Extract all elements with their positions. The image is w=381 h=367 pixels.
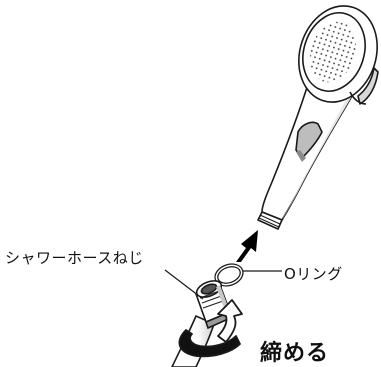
shower-spray-holes [309, 21, 357, 83]
rotate-arrow-icon [178, 299, 243, 358]
shower-head-lip [349, 91, 367, 105]
arrow-up-right-icon [236, 230, 258, 262]
shower-head [257, 5, 379, 230]
o-ring [214, 263, 244, 287]
shower-handle-shade [282, 96, 352, 220]
hose-thread-label: シャワーホースねじ [5, 249, 144, 267]
tighten-label: 締める [260, 341, 330, 366]
stop-button [295, 121, 323, 159]
stop-button-shadow [296, 150, 306, 162]
shower-head-side [357, 67, 379, 105]
shower-connector [257, 211, 283, 230]
hose-thread-leader [164, 269, 204, 300]
shower-hose [171, 314, 215, 367]
o-ring-label: Oリング [284, 265, 343, 283]
